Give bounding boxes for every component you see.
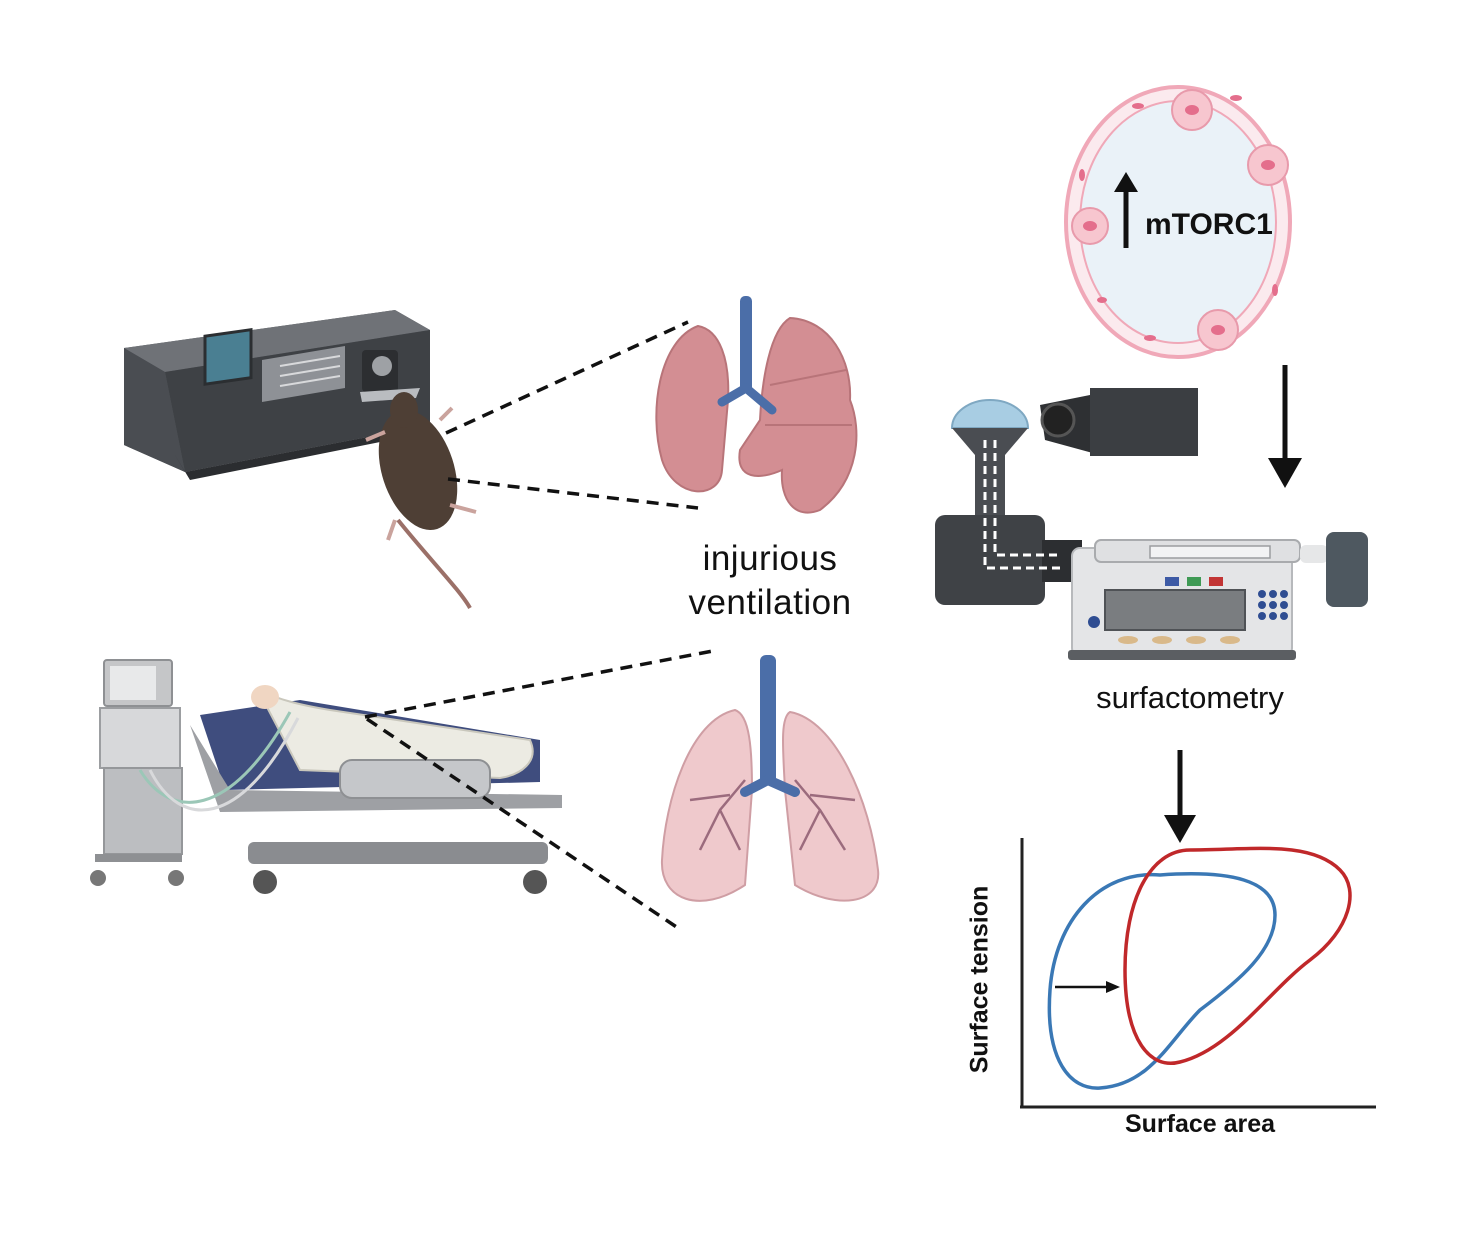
series-line-1 [1047,872,1277,1090]
y-axis-label: Surface tension [965,885,994,1074]
shift-arrow [1055,981,1120,993]
hospital-bed-icon [138,685,562,894]
hysteresis-chart [1020,838,1376,1109]
mtorc1-label: mTORC1 [1145,208,1273,241]
human-lungs-icon [660,655,880,902]
injurious-ventilation-label: injurious ventilation [640,537,900,625]
alveolus-icon [1064,85,1292,359]
surfactometer-icon [935,388,1368,660]
x-axis-label: Surface area [1124,1110,1276,1138]
injurious-line-2: ventilation [688,583,852,622]
mouse-lungs-icon [655,296,858,514]
patient-zoom-lines [364,648,719,930]
icu-ventilator-icon [90,659,184,886]
mouse-icon [365,392,477,609]
mouse-zoom-lines [445,320,699,510]
arrow-down-2 [1164,750,1196,843]
injurious-line-1: injurious [702,539,838,578]
arrow-down-1 [1268,365,1302,488]
series-line-2 [1123,846,1352,1065]
animal-ventilator-icon [124,310,430,480]
surfactometry-label: surfactometry [1096,680,1284,715]
